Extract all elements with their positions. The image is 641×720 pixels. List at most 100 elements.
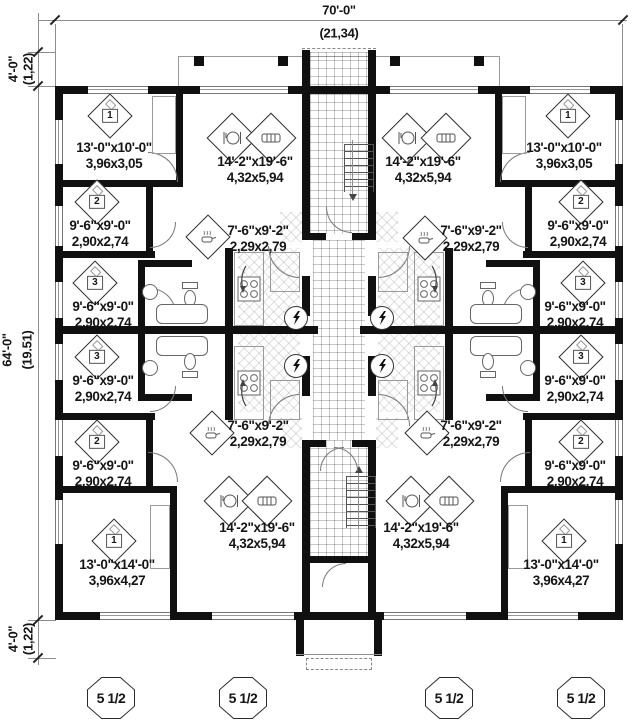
room-icon-diamond xyxy=(381,112,433,164)
room-number: 1 xyxy=(106,534,122,548)
door-arc xyxy=(150,222,176,248)
room-size-metric: 2,90x2,74 xyxy=(74,389,132,404)
room-size-imperial: 14'-2"x19'-6" xyxy=(385,154,461,169)
toilet-tank xyxy=(480,282,496,289)
room-size-metric: 3,96x4,27 xyxy=(88,573,146,588)
entry-arrow-icon xyxy=(431,265,438,293)
window xyxy=(55,206,63,246)
door-arc xyxy=(148,452,178,482)
room-size-imperial: 7'-6"x9'-2" xyxy=(440,418,502,433)
window xyxy=(200,86,288,94)
room-dimension-label: 7'-6"x9'-2"2,29x2,79 xyxy=(227,418,289,450)
sofa-icon xyxy=(439,496,459,506)
closet xyxy=(502,96,526,154)
dining-icon xyxy=(398,131,416,145)
bathroom-wall xyxy=(533,260,540,326)
room-dimension-label: 9'-6"x9'-0"2,90x2,74 xyxy=(544,458,606,490)
sink xyxy=(142,284,158,300)
bathroom-wall xyxy=(533,334,540,400)
stoop-dashed-outline xyxy=(306,658,372,670)
lobby-wall xyxy=(352,233,376,240)
party-wall xyxy=(55,326,302,334)
hall-diagonal-tile xyxy=(280,212,302,242)
room-size-metric: 2,90x2,74 xyxy=(74,315,132,330)
room-icon-diamond xyxy=(203,475,255,527)
room-size-metric: 3,96x3,05 xyxy=(535,156,593,171)
closet xyxy=(508,505,528,569)
window xyxy=(615,282,623,318)
window xyxy=(384,612,466,620)
room-number: 2 xyxy=(89,195,105,209)
tower-tile-floor xyxy=(310,52,368,88)
vestibule-wall xyxy=(374,612,382,656)
room-dimension-label: 9'-6"x9'-0"2,90x2,74 xyxy=(72,299,134,331)
room-icon-diamond xyxy=(402,215,448,261)
room-size-metric: 2,90x2,74 xyxy=(74,474,132,489)
hall-diagonal-tile xyxy=(376,212,398,242)
door-arc xyxy=(148,152,178,182)
room-size-imperial: 14'-2"x19'-6" xyxy=(217,154,293,169)
room-number: 2 xyxy=(573,195,589,209)
corridor-wall xyxy=(302,86,310,240)
room-size-metric: 2,29x2,79 xyxy=(229,239,287,254)
room-size-metric: 4,32x5,94 xyxy=(394,170,452,185)
room-number: 3 xyxy=(87,276,103,290)
entry-arrow-icon xyxy=(240,265,247,293)
bathroom-wall xyxy=(486,260,540,267)
kitchen-counter xyxy=(270,252,300,292)
kitchen-counter xyxy=(378,380,408,420)
bathroom-wall xyxy=(138,334,145,400)
unit-type-label: 5 1/2 xyxy=(426,678,472,718)
sofa-icon xyxy=(257,496,277,506)
dimension-left-bottom-imperial: 4'-0" xyxy=(5,625,21,653)
staircase xyxy=(344,144,374,192)
dimension-left-middle-imperial: 64'-0" xyxy=(0,333,15,367)
room-dimension-label: 9'-6"x9'-0"2,90x2,74 xyxy=(544,299,606,331)
party-wall xyxy=(376,326,623,334)
room-size-imperial: 9'-6"x9'-0" xyxy=(544,299,606,314)
sink xyxy=(142,360,158,376)
corridor-wall-stub xyxy=(302,276,310,316)
dining-icon xyxy=(402,494,420,508)
staircase xyxy=(346,476,376,528)
extension-line xyxy=(622,24,623,86)
room-size-metric: 2,29x2,79 xyxy=(442,434,500,449)
room-icon-diamond xyxy=(185,214,231,260)
stove-icon xyxy=(417,370,441,396)
room-size-imperial: 13'-0"x14'-0" xyxy=(523,557,599,572)
room-icon-diamond xyxy=(241,475,293,527)
window xyxy=(530,86,590,94)
room-size-metric: 2,90x2,74 xyxy=(546,474,604,489)
toilet-tank xyxy=(182,282,198,289)
center-hall-tile xyxy=(313,240,365,440)
room-number: 1 xyxy=(556,534,572,548)
room-dimension-label: 13'-0"x14'-0"3,96x4,27 xyxy=(523,557,599,589)
room-icon-diamond xyxy=(245,112,297,164)
interior-wall xyxy=(495,86,502,184)
room-size-imperial: 13'-0"x14'-0" xyxy=(79,557,155,572)
room-size-imperial: 13'-0"x10'-0" xyxy=(526,140,602,155)
window xyxy=(55,416,63,456)
unit-type-badge: 5 1/2 xyxy=(219,677,267,719)
cooking-pot-icon xyxy=(420,426,436,439)
interior-wall xyxy=(176,86,183,184)
bathtub xyxy=(156,336,208,356)
door-arc xyxy=(502,222,528,248)
window xyxy=(615,120,623,164)
interior-wall xyxy=(501,486,623,493)
light-fixture-icon xyxy=(370,354,394,378)
dimension-left-middle-metric: (19.51) xyxy=(19,330,35,370)
cooking-pot-icon xyxy=(205,426,221,439)
balcony-post xyxy=(278,56,288,66)
kitchen-counter xyxy=(270,380,300,420)
window xyxy=(615,344,623,380)
window xyxy=(55,500,63,544)
balcony-post xyxy=(390,56,400,66)
kitchen-counter xyxy=(234,346,264,420)
balcony-post xyxy=(194,56,204,66)
kitchen-counter xyxy=(234,252,264,326)
room-icon-diamond xyxy=(420,112,472,164)
lobby-wall xyxy=(302,440,326,447)
stove-icon xyxy=(417,276,441,302)
room-size-imperial: 9'-6"x9'-0" xyxy=(544,458,606,473)
